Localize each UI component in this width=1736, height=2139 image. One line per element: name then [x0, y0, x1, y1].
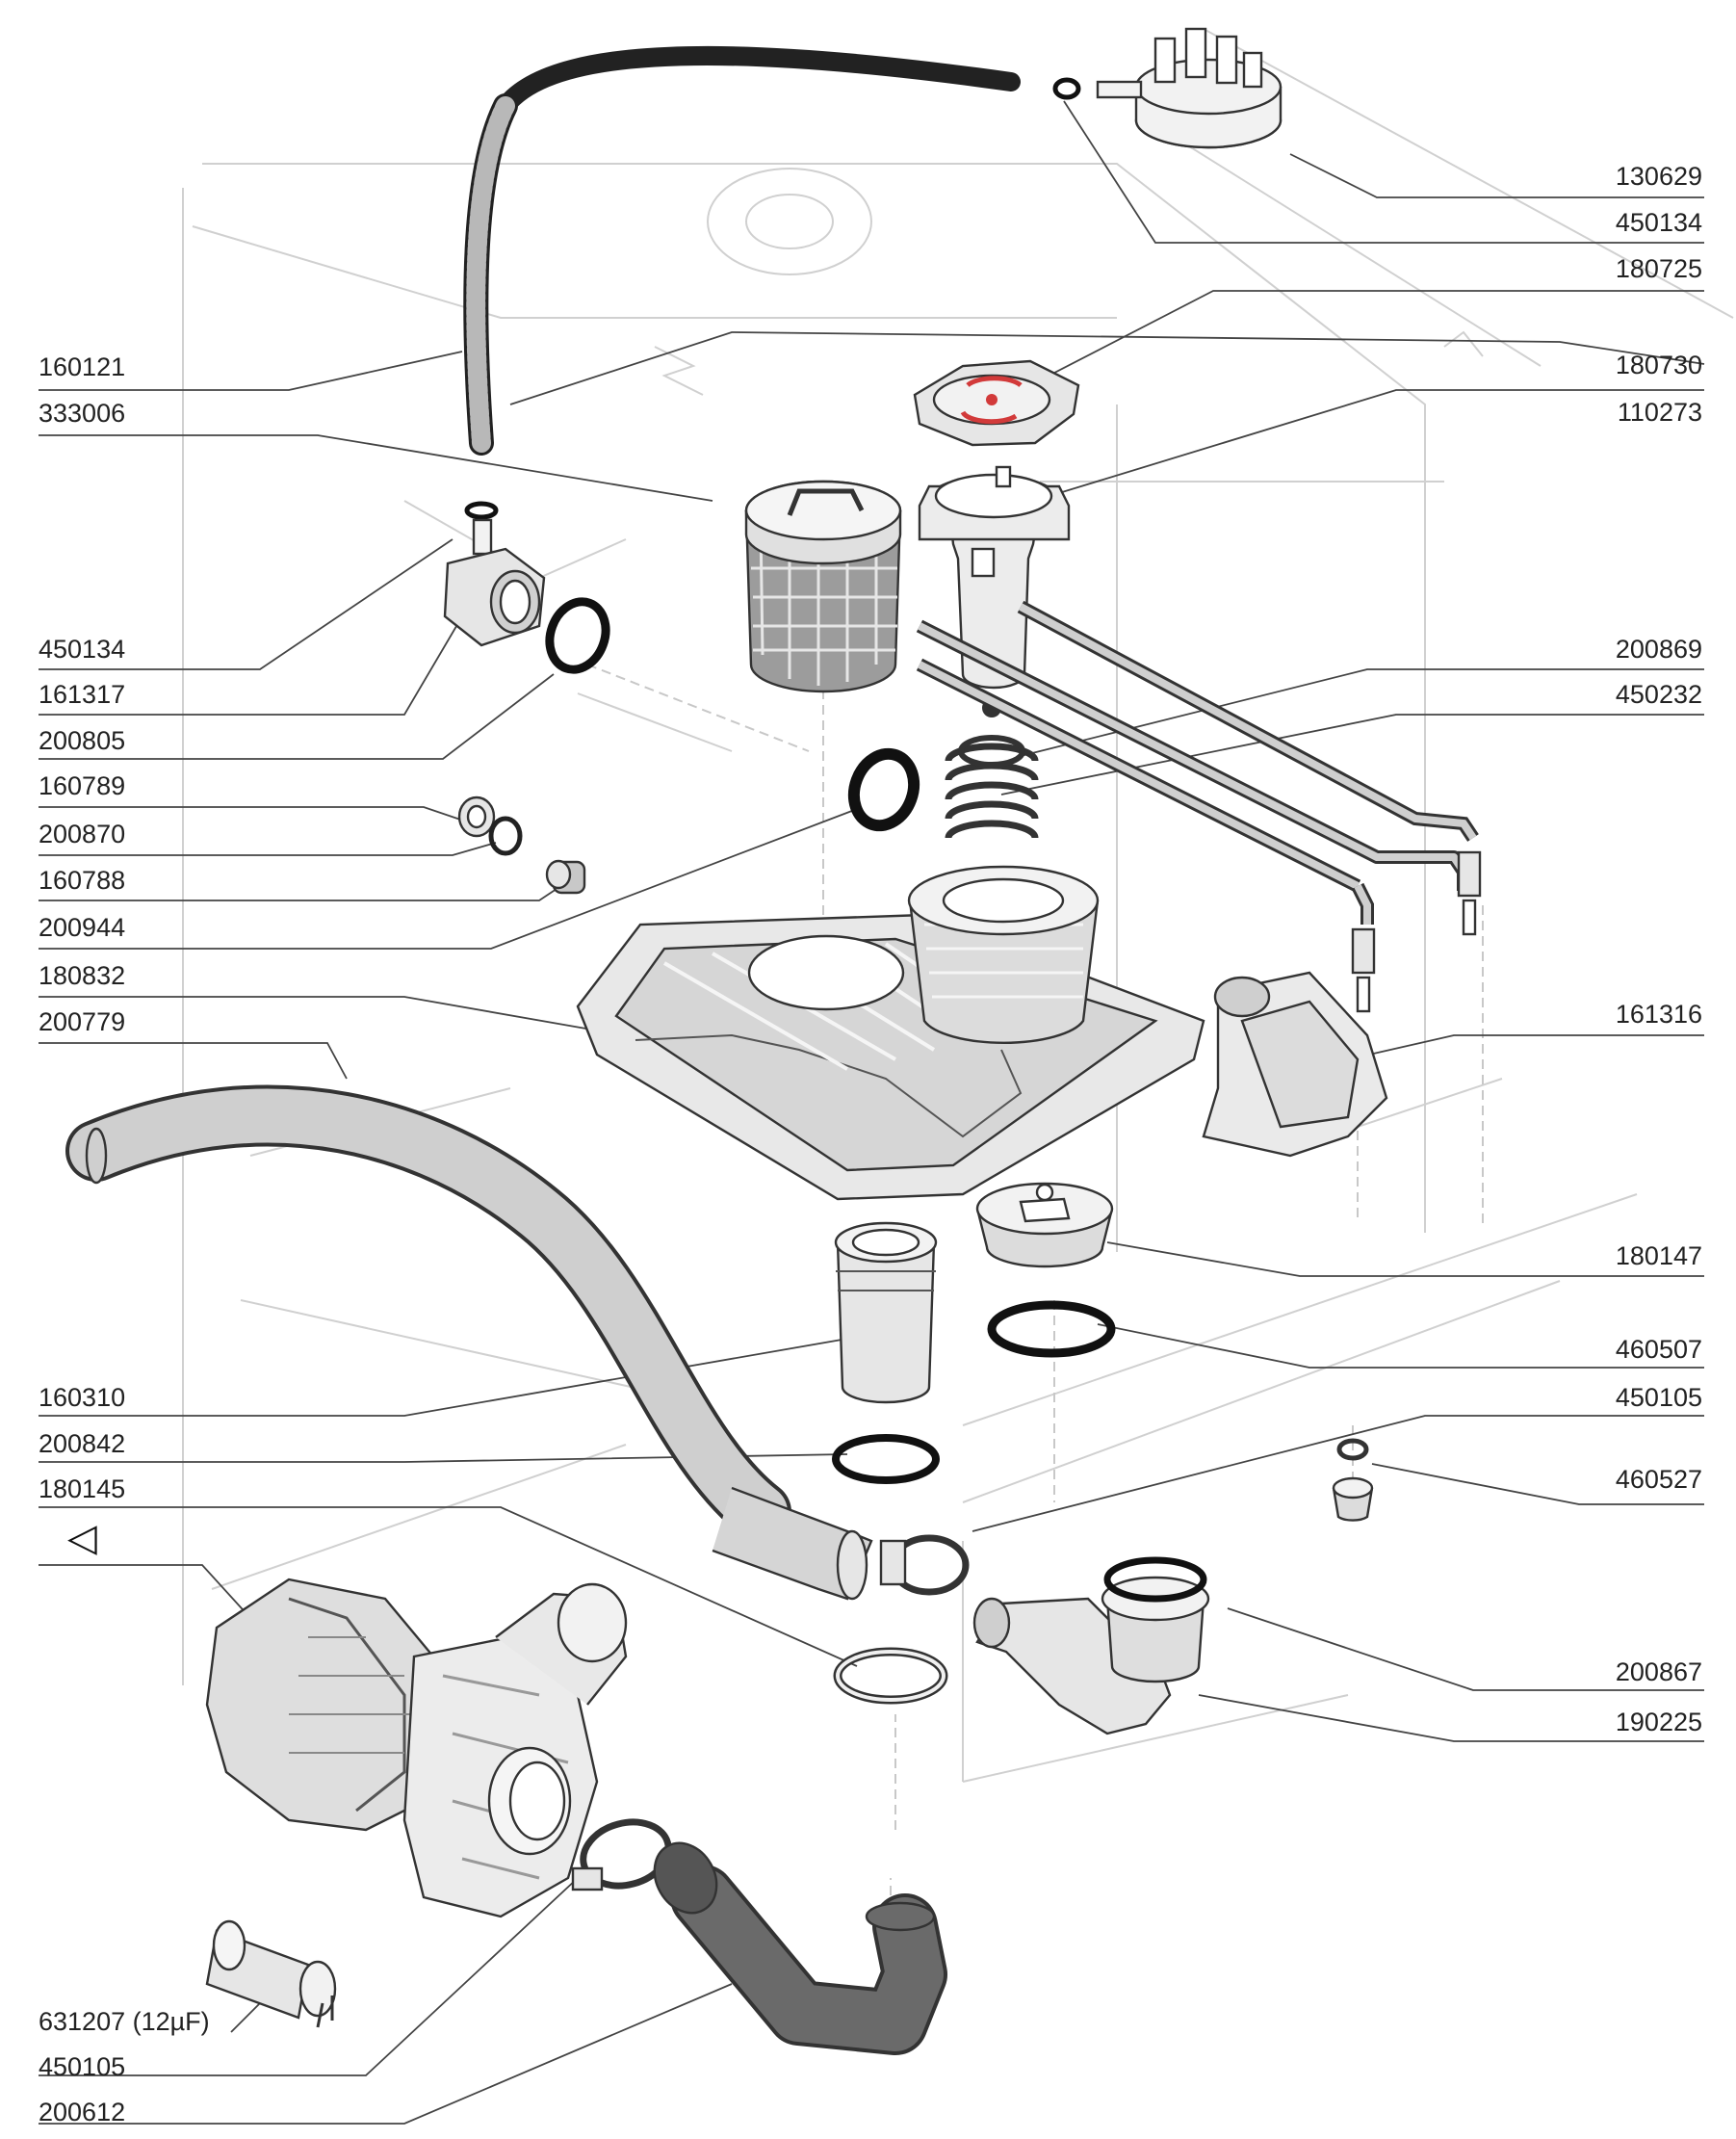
label-200842: 200842: [39, 1429, 125, 1458]
label-450105: 450105: [39, 2052, 125, 2081]
label-200805: 200805: [39, 726, 125, 755]
o-ring-200805: [545, 597, 610, 674]
spring-200869: [945, 735, 1039, 839]
nut-460527: [1332, 1476, 1374, 1522]
pump-hose-200612: [653, 1841, 947, 2055]
nut-160789: [457, 796, 496, 838]
heater-block-161316: [1202, 971, 1388, 1158]
cap-180147: [975, 1182, 1114, 1268]
label-180725: 180725: [1616, 254, 1702, 283]
sump-180832: [576, 865, 1205, 1201]
label-460507: 460507: [1616, 1335, 1702, 1364]
plug-160788: [545, 859, 586, 895]
tube-160310: [834, 1221, 938, 1404]
label-160788: 160788: [39, 866, 125, 895]
label-450134: 450134: [39, 635, 125, 664]
hose-clip-450134-left: [464, 501, 499, 520]
gasket-200944: [847, 747, 920, 832]
air-break-110273: [918, 465, 1071, 717]
nut-161317: [443, 518, 546, 647]
label-130629: 130629: [1616, 162, 1702, 191]
label-161316: 161316: [1616, 1000, 1702, 1029]
nut-180145: [833, 1647, 948, 1705]
label-200870: 200870: [39, 820, 125, 848]
seal-460507: [987, 1300, 1116, 1358]
hose-clamp-450105-bottom: [571, 1818, 672, 1891]
background-machine-outline: [182, 28, 1734, 2003]
right-labels: 130629 450134 180725 180730 110273 20086…: [1616, 162, 1702, 1736]
label-180147: 180147: [1616, 1241, 1702, 1270]
filter-333006: [744, 480, 902, 693]
left-labels: 160121 333006 450134 161317 200805 16078…: [39, 352, 210, 2126]
hose-clip-450134-top: [1052, 77, 1081, 100]
label-110273: 110273: [1618, 398, 1702, 427]
heating-element: [916, 600, 1482, 1013]
label-160310: 160310: [39, 1383, 125, 1412]
o-ring-200842: [832, 1434, 940, 1484]
label-180145: 180145: [39, 1474, 125, 1503]
o-ring-200870: [488, 816, 523, 856]
label-460527: 460527: [1616, 1465, 1702, 1494]
label-200779: 200779: [39, 1007, 125, 1036]
capacitor-631207: [205, 1919, 337, 2028]
label-180730: 180730: [1616, 351, 1702, 379]
label-180832: 180832: [39, 961, 125, 990]
drain-hose-200779: [65, 1084, 873, 1601]
leader-lines: [39, 100, 1705, 2125]
label-200869: 200869: [1616, 635, 1702, 664]
label-450232: 450232: [1616, 680, 1702, 709]
label-200612: 200612: [39, 2098, 125, 2126]
label-333006: 333006: [39, 399, 125, 428]
label-160121: 160121: [39, 352, 125, 381]
pressure-switch-130629: [1096, 27, 1283, 149]
label-160789: 160789: [39, 771, 125, 800]
label-450105: 450105: [1616, 1383, 1702, 1412]
washer-460527: [1336, 1438, 1369, 1461]
drain-pump: [205, 1578, 628, 1918]
lid-180730: [913, 359, 1080, 447]
label-200867: 200867: [1616, 1657, 1702, 1686]
label-200944: 200944: [39, 913, 125, 942]
seal-200867: [1103, 1556, 1207, 1603]
label-450134: 450134: [1616, 208, 1702, 237]
label-631207: 631207 (12µF): [39, 2007, 210, 2036]
label-161317: 161317: [39, 680, 125, 709]
label-190225: 190225: [1616, 1708, 1702, 1736]
hose-clamp-450105-middle: [879, 1534, 970, 1596]
elbow-190225: [972, 1576, 1210, 1735]
air-hose-160121: [463, 45, 1021, 456]
warning-triangle-icon: ◁: [67, 1516, 97, 1560]
